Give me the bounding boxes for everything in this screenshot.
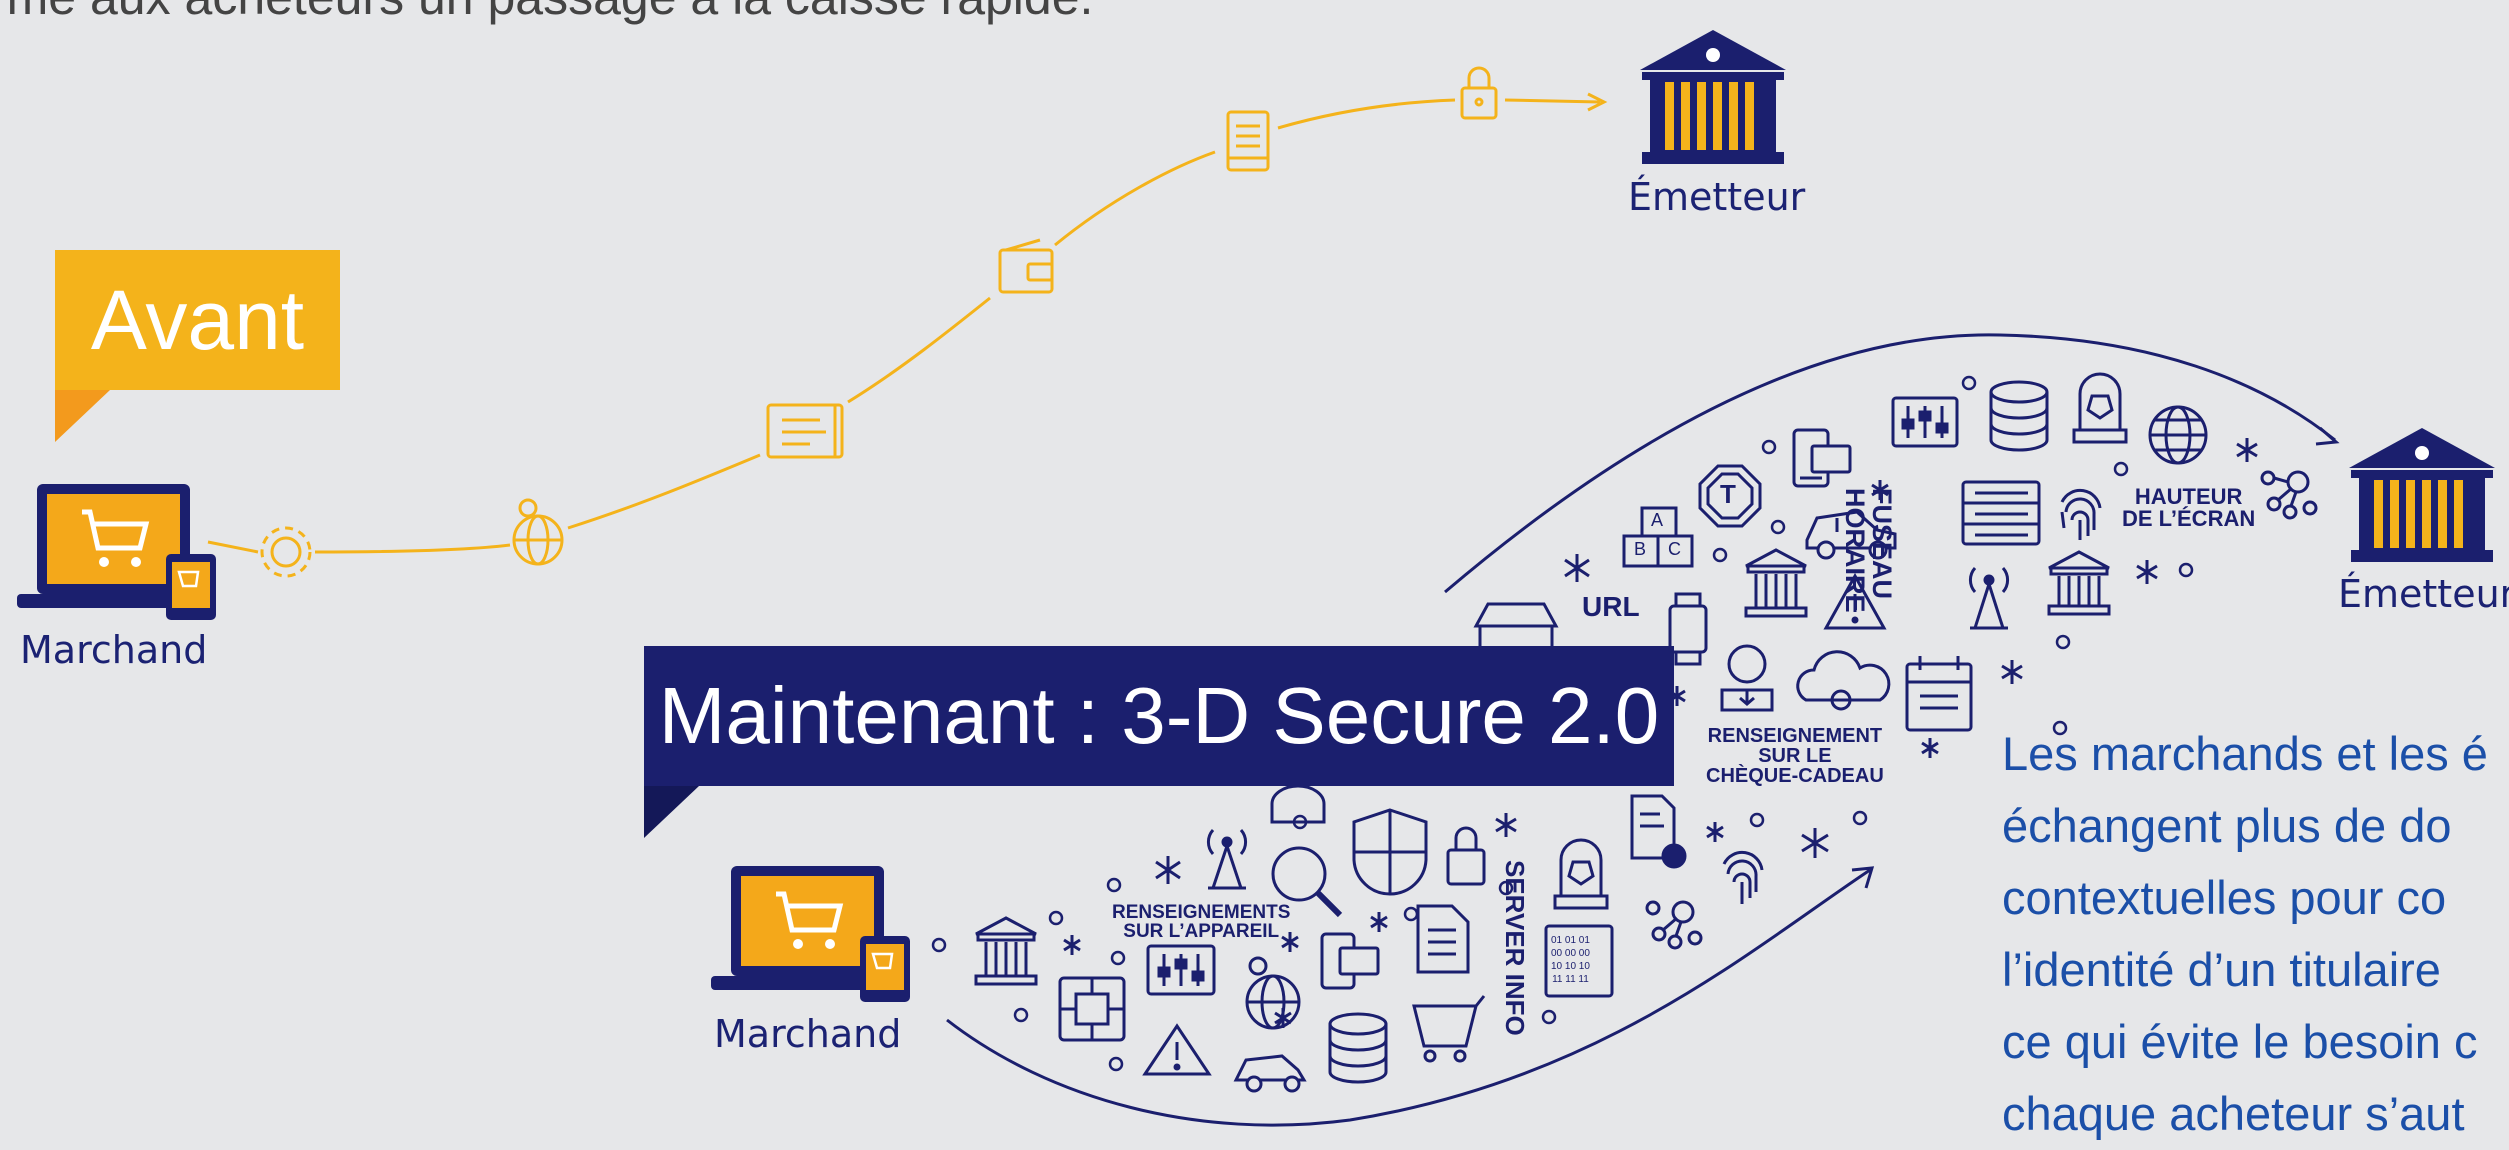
document-icon (1226, 110, 1270, 172)
appareil-line-2: SUR L’APPAREIL (1123, 921, 1280, 942)
mobile-card-icon (1792, 428, 1852, 488)
now-tag: Maintenant : 3-D Secure 2.0 (644, 646, 1674, 786)
fuseau-line-2: HORAIRE (1840, 488, 1870, 613)
lock-icon (1460, 66, 1498, 120)
side-line-6: chaque acheteur s’aut (2002, 1087, 2465, 1140)
binary-data-icon (1544, 924, 1614, 998)
abc-a-label: A (1651, 510, 1664, 530)
hauteur-line-2: DE L’ÉCRAN (2122, 506, 2256, 531)
cheque-line-1: RENSEIGNEMENT (1707, 725, 1883, 747)
globe-pin-icon (512, 498, 564, 566)
now-merchant-laptop-icon (711, 866, 910, 1002)
before-issuer-bank-icon (1640, 30, 1786, 164)
now-tag-tail (644, 786, 699, 838)
fingerprint-icon-2 (1722, 850, 1764, 904)
chip-icon (1058, 976, 1126, 1042)
before-tag-label: Avant (90, 272, 305, 367)
abc-c-label: C (1668, 539, 1681, 559)
binary-text: 01 01 01 00 00 00 10 10 10 11 11 11 (1551, 934, 1590, 986)
magnifier-icon (1271, 846, 1343, 918)
now-tag-label: Maintenant : 3-D Secure 2.0 (658, 671, 1660, 760)
data-cloud (931, 372, 2318, 1093)
before-tag: Avant (55, 250, 340, 390)
watch-icon (1668, 592, 1708, 666)
calendar-icon (1905, 656, 1973, 732)
network-icon-2 (1645, 900, 1703, 950)
antenna-icon-2 (1206, 829, 1248, 890)
binary-line-4: 11 11 11 (1552, 974, 1589, 985)
now-issuer-label: Émetteur (2338, 572, 2509, 616)
shop-icon (1473, 602, 1559, 650)
side-line-5: ce qui évite le besoin c (2002, 1015, 2478, 1068)
side-line-2: échangent plus de do (2002, 799, 2452, 852)
now-flow-arc (946, 333, 2340, 1127)
cheque-cadeau-label: RENSEIGNEMENT SUR LE CHÈQUE-CADEAU (1706, 726, 1884, 786)
cart-icon (1412, 995, 1486, 1063)
mobile-card-icon-2 (1320, 932, 1380, 990)
globe-pin-icon-2 (1245, 956, 1301, 1030)
document-check-icon (1630, 794, 1687, 869)
asterisk-icons (1063, 438, 2258, 1028)
server-info-label: SERVER INFO (1500, 860, 1530, 1036)
side-line-1: Les marchands et les é (2002, 727, 2488, 780)
fuseau-line-1: FUSEAU (1867, 488, 1897, 600)
fuseau-horaire-label: FUSEAU HORAIRE (1840, 488, 1897, 628)
antenna-icon (1968, 567, 2010, 630)
cheque-line-2: SUR LE (1758, 745, 1832, 767)
warning-icon-2 (1142, 1023, 1212, 1076)
server-list-icon (1961, 480, 2041, 546)
fingerprint-icon (2060, 488, 2102, 540)
wallet-icon (998, 238, 1054, 294)
binary-line-3: 10 10 10 (1551, 961, 1590, 972)
side-line-3: contextuelles pour co (2002, 871, 2447, 924)
card-icon (766, 403, 844, 459)
user-badge-icon (2072, 372, 2128, 444)
database-icon (1989, 380, 2049, 452)
car-icon (1805, 510, 1897, 560)
user-badge-icon-2 (1553, 838, 1609, 910)
lock-outline-icon (1446, 826, 1486, 886)
bank-outline-icon (1744, 548, 1808, 618)
network-icon (2260, 470, 2318, 520)
user-transfer-icon (1720, 644, 1774, 712)
database-icon-2 (1328, 1012, 1388, 1084)
appareil-label: RENSEIGNEMENTS SUR L’APPAREIL (1112, 903, 1290, 941)
abc-blocks-icon (1622, 506, 1694, 568)
binary-line-2: 00 00 00 (1551, 948, 1590, 959)
bank-outline-icon-2 (2047, 550, 2111, 616)
cloud-gear-icon (1796, 650, 1891, 711)
bank-outline-icon-3 (974, 916, 1038, 986)
trust-badge-icon (1698, 464, 1762, 528)
sliders-icon-2 (1146, 944, 1216, 996)
appareil-line-1: RENSEIGNEMENTS (1112, 902, 1291, 923)
car-icon-2 (1233, 1054, 1307, 1093)
hauteur-ecran-label: HAUTEUR DE L’ÉCRAN (2122, 486, 2255, 530)
before-tag-tail (55, 390, 110, 442)
gear-icon (260, 526, 312, 578)
hauteur-line-1: HAUTEUR (2134, 484, 2243, 509)
side-paragraph: Les marchands et les é échangent plus de… (2002, 718, 2509, 1150)
before-flow-path (207, 92, 1608, 554)
trust-badge-label: T (1720, 479, 1736, 509)
cheque-line-3: CHÈQUE-CADEAU (1706, 765, 1884, 787)
url-label: URL (1582, 591, 1640, 622)
before-merchant-label: Marchand (20, 628, 208, 672)
before-merchant-laptop-icon (17, 484, 216, 620)
binary-line-1: 01 01 01 (1551, 935, 1590, 946)
now-issuer-bank-icon (2349, 428, 2495, 562)
sliders-icon (1891, 396, 1959, 448)
document-lines-icon (1416, 904, 1470, 974)
now-merchant-label: Marchand (714, 1012, 902, 1056)
before-issuer-label: Émetteur (1628, 175, 1806, 219)
side-line-4: l’identité d’un titulaire (2002, 943, 2441, 996)
shield-icon (1352, 808, 1428, 896)
warning-icon (1823, 572, 1887, 630)
abc-b-label: B (1634, 539, 1647, 559)
globe-icon (2148, 405, 2208, 465)
